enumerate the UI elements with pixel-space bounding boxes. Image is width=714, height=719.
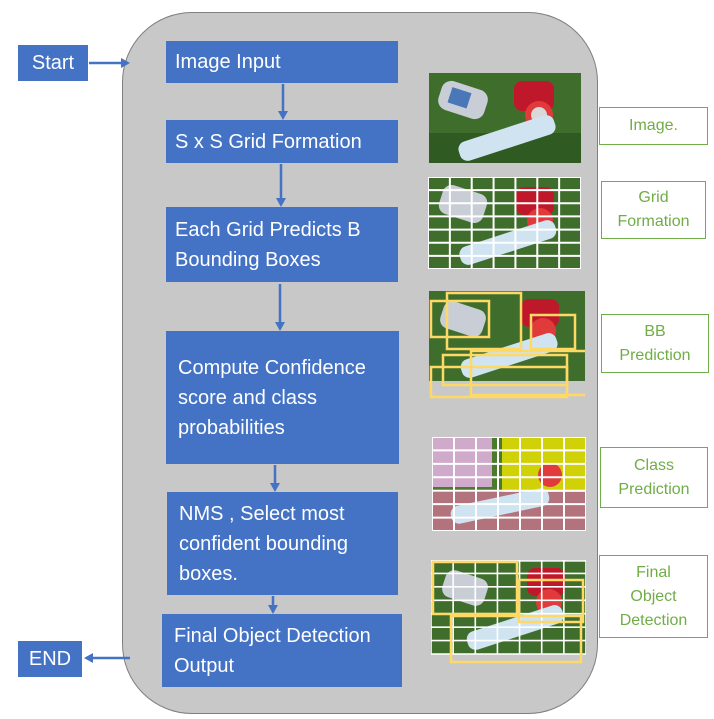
litter-photo-icon [429, 73, 581, 163]
step-grid-formation-label: S x S Grid Formation [175, 130, 362, 153]
stage-label-bb-text: BB Prediction [619, 322, 691, 364]
stage-label-bb: BB Prediction [601, 314, 709, 373]
stage-label-grid-text: Grid Formation [617, 189, 690, 230]
thumb-grid-formation [428, 177, 581, 269]
stage-label-class-text: Class Prediction [618, 456, 690, 498]
step-image-input: Image Input [166, 41, 398, 83]
step-nms: NMS , Select most confident bounding box… [167, 492, 398, 595]
final-detection-photo-icon [431, 560, 586, 664]
stage-label-image-text: Image. [629, 117, 678, 134]
thumb-class-prediction [432, 437, 586, 531]
step-confidence-score-label: Compute Confidence score and class proba… [178, 356, 366, 439]
step-confidence-score: Compute Confidence score and class proba… [166, 331, 399, 464]
step-predict-boxes: Each Grid Predicts B Bounding Boxes [166, 207, 398, 282]
start-terminal: Start [18, 45, 88, 81]
thumb-final-detection [431, 560, 586, 664]
stage-label-final-text: Final Object Detection [619, 563, 688, 629]
step-image-input-label: Image Input [175, 51, 281, 73]
step-predict-boxes-label: Each Grid Predicts B Bounding Boxes [175, 218, 361, 271]
end-label: END [28, 647, 72, 670]
class-map-icon [432, 437, 586, 531]
bounding-box-photo-icon [429, 291, 585, 399]
thumb-bb-prediction [429, 291, 585, 399]
stage-label-grid: Grid Formation [601, 181, 706, 239]
step-grid-formation: S x S Grid Formation [166, 120, 398, 163]
end-terminal: END [18, 641, 82, 677]
grid-photo-icon [428, 177, 581, 269]
stage-label-final: Final Object Detection [599, 555, 708, 638]
stage-label-image: Image. [599, 107, 708, 145]
step-nms-label: NMS , Select most confident bounding box… [179, 502, 349, 585]
thumb-image-input [429, 73, 581, 163]
stage-label-class: Class Prediction [600, 447, 708, 508]
start-label: Start [31, 51, 75, 74]
step-final-output-label: Final Object Detection Output [174, 624, 371, 677]
step-final-output: Final Object Detection Output [162, 614, 402, 687]
